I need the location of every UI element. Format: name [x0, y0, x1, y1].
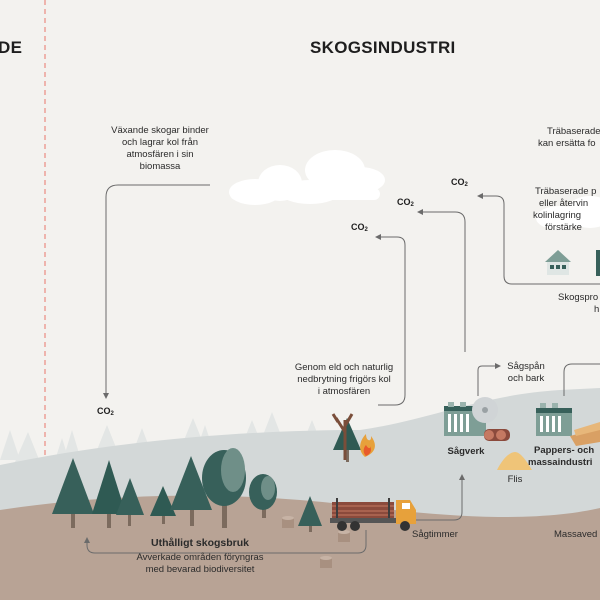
fire-icon	[360, 434, 375, 457]
sawlogs-label: Sågtimmer	[412, 529, 458, 540]
log-pile	[484, 429, 510, 441]
arrow-paper-to-products	[563, 363, 600, 396]
arrow-sawmill-to-co2	[417, 209, 466, 352]
house-icon	[545, 250, 571, 275]
timber-stack	[570, 422, 600, 446]
dead-tree	[331, 413, 354, 460]
arrow-products-to-co2	[477, 193, 600, 285]
sawdust-bark-text: Sågspån och bark	[507, 361, 545, 384]
arrow-truck-to-forestry	[84, 530, 367, 554]
forest-trees	[52, 418, 361, 532]
spruce-tree	[116, 478, 144, 515]
section-title-left: DE	[0, 38, 23, 57]
forest-products-text: Skogspro h	[558, 292, 600, 315]
arrow-sawlogs-to-sawmill	[412, 474, 465, 521]
ground	[0, 495, 600, 600]
spruce-tree	[52, 458, 94, 514]
pulpwood-label: Massaved	[554, 529, 598, 540]
clouds	[229, 150, 600, 230]
spruce-tree	[170, 456, 212, 510]
spruce-tree	[298, 496, 322, 526]
wood-replace-text: Träbaserade kan ersätta fo	[538, 126, 600, 149]
wood-chip-pile	[497, 452, 532, 470]
tree-stumps	[282, 516, 350, 568]
timber-truck	[330, 498, 416, 531]
growing-forests-text: Växande skogar binder och lagrar kol frå…	[111, 125, 209, 172]
spruce-tree	[92, 460, 126, 514]
sustainable-forestry-text: Avverkade områden föryngras med bevarad …	[136, 552, 264, 575]
co2-label: CO2	[451, 177, 468, 188]
sawmill-building	[444, 397, 498, 436]
arrow-fire-to-co2	[375, 234, 406, 406]
paper-mill-building	[536, 403, 572, 436]
co2-label: CO2	[97, 406, 114, 417]
paper-industry-label: Pappers- och massaindustri	[528, 445, 595, 468]
spruce-tree	[150, 486, 176, 516]
arrow-forest-to-co2	[103, 184, 210, 399]
wood-recycle-text: Träbaserade p eller återvin kolinlagring…	[533, 186, 597, 233]
co2-label: CO2	[351, 222, 368, 233]
building-icon	[596, 250, 600, 276]
co2-label: CO2	[397, 197, 414, 208]
section-title: SKOGSINDUSTRI	[310, 38, 456, 57]
sustainable-forestry-title: Uthålligt skogsbruk	[150, 537, 249, 549]
spruce-tree	[333, 418, 361, 450]
arrow-sawmill-to-sawdust	[477, 363, 501, 396]
sawmill-label: Sågverk	[447, 446, 485, 457]
wood-chips-label: Flis	[507, 474, 523, 485]
fire-decay-text: Genom eld och naturlig nedbrytning frigö…	[294, 362, 394, 397]
